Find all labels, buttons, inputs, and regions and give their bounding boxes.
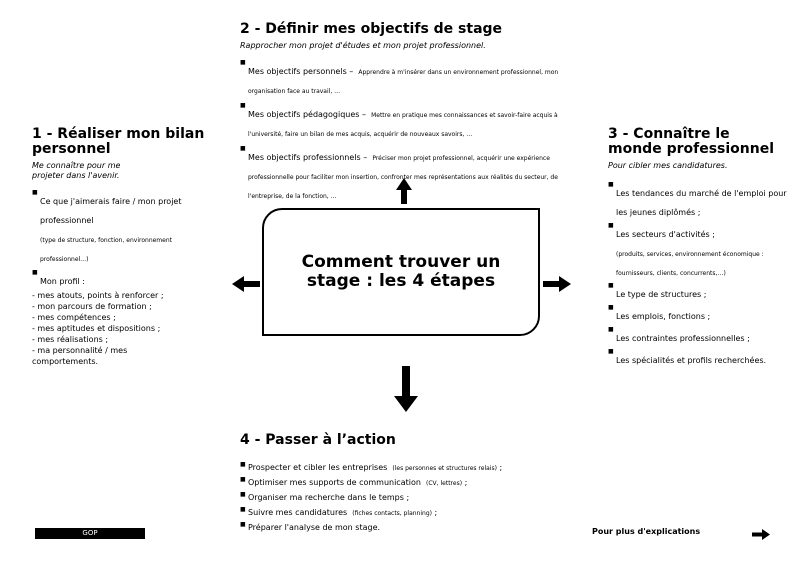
- list-item: Ce que j'aimerais faire / mon projet pro…: [32, 189, 222, 265]
- step3-section: 3 - Connaître le monde professionnel Pou…: [608, 127, 788, 367]
- step4-list: Prospecter et cibler les entreprises (le…: [240, 458, 580, 533]
- step4-title: 4 - Passer à l’action: [240, 432, 396, 448]
- list-item: Prospecter et cibler les entreprises (le…: [240, 458, 580, 473]
- list-item: Préparer l'analyse de mon stage.: [240, 518, 580, 533]
- list-item: Mes objectifs personnels – Apprendre à m…: [240, 59, 570, 97]
- list-item: Les spécialités et profils recherchées.: [608, 348, 788, 367]
- arrow-up-icon: [396, 178, 412, 204]
- step2-subtitle: Rapprocher mon projet d'études et mon pr…: [240, 41, 486, 50]
- list-item: Mon profil :: [32, 269, 222, 288]
- step3-subtitle: Pour cibler mes candidatures.: [608, 161, 728, 170]
- more-explanations-link[interactable]: Pour plus d'explications: [592, 527, 701, 536]
- profile-line: - mes réalisations ;: [32, 335, 109, 344]
- arrow-right-icon[interactable]: [752, 529, 770, 540]
- profile-line: - mes atouts, points à renforcer ;: [32, 291, 164, 300]
- center-box: Comment trouver un stage : les 4 étapes: [262, 208, 540, 336]
- list-item: Mes objectifs professionnels – Préciser …: [240, 145, 570, 202]
- step2-title: 2 - Définir mes objectifs de stage: [240, 21, 503, 37]
- profile-line: - ma personnalité / mes comportements.: [32, 346, 128, 366]
- step3-title: 3 - Connaître le monde professionnel: [608, 126, 775, 157]
- step4-section: 4 - Passer à l’action Prospecter et cibl…: [240, 433, 580, 533]
- list-item: Organiser ma recherche dans le temps ;: [240, 488, 580, 503]
- arrow-left-icon: [232, 276, 260, 292]
- step1-section: 1 - Réaliser mon bilan personnel Me conn…: [32, 127, 222, 367]
- step2-section: 2 - Définir mes objectifs de stage Rappr…: [240, 22, 570, 202]
- profile-line: - mes aptitudes et dispositions ;: [32, 324, 161, 333]
- arrow-right-icon: [543, 276, 571, 292]
- list-item: Optimiser mes supports de communication …: [240, 473, 580, 488]
- list-item: Les emplois, fonctions ;: [608, 304, 788, 323]
- list-item: Le type de structures ;: [608, 282, 788, 301]
- list-item: Suivre mes candidatures (fiches contacts…: [240, 503, 580, 518]
- list-item: Les secteurs d'activités ;(produits, ser…: [608, 222, 788, 279]
- profile-line: - mon parcours de formation ;: [32, 302, 152, 311]
- list-item: Les contraintes professionnelles ;: [608, 326, 788, 345]
- list-item: Les tendances du marché de l'emploi pour…: [608, 181, 788, 219]
- gop-label: GOP: [35, 528, 145, 539]
- arrow-down-icon: [394, 366, 418, 412]
- step1-subtitle: Me connaître pour me projeter dans l'ave…: [32, 161, 121, 180]
- step2-list: Mes objectifs personnels – Apprendre à m…: [240, 59, 570, 202]
- profile-line: - mes compétences ;: [32, 313, 116, 322]
- step1-title: 1 - Réaliser mon bilan personnel: [32, 126, 205, 157]
- profile-lines: - mes atouts, points à renforcer ; - mon…: [32, 290, 222, 367]
- step3-list: Les tendances du marché de l'emploi pour…: [608, 181, 788, 367]
- list-item: Mes objectifs pédagogiques – Mettre en p…: [240, 102, 570, 140]
- step1-list: Ce que j'aimerais faire / mon projet pro…: [32, 189, 222, 288]
- center-title: Comment trouver un stage : les 4 étapes: [301, 252, 501, 291]
